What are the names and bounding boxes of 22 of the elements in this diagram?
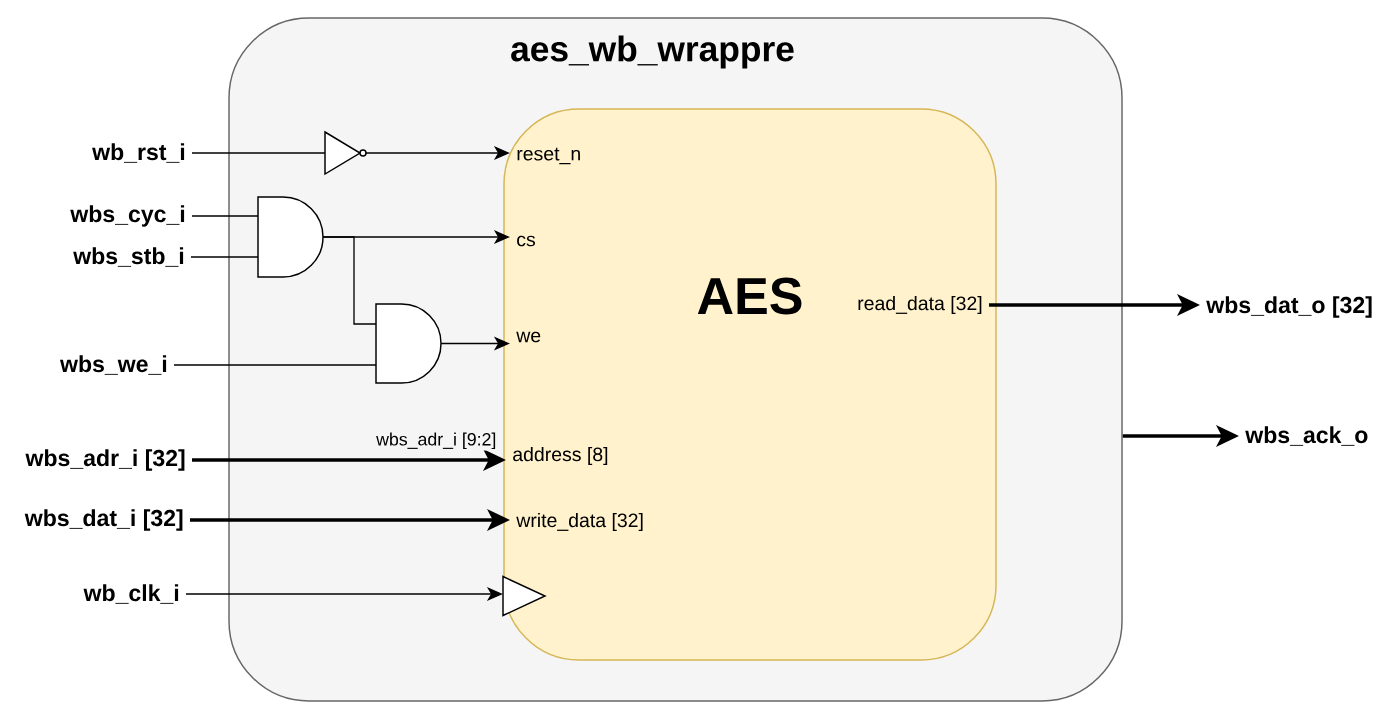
clock-triangle <box>502 575 547 617</box>
signal-label: wbs_dat_i [32] <box>24 509 183 531</box>
port-label: read_data [32] <box>858 295 982 315</box>
port-label: write_data [32] <box>516 512 643 532</box>
wire <box>322 236 377 325</box>
wire <box>173 364 377 366</box>
port-label: reset_n <box>517 147 580 165</box>
wire <box>191 215 259 217</box>
wire <box>191 152 326 154</box>
signal-label: wbs_ack_o <box>1245 426 1368 446</box>
edge-label: wbs_adr_i [9:2] <box>374 431 498 451</box>
wire <box>190 256 259 258</box>
port-label: we <box>516 331 541 343</box>
signal-label: wb_rst_i <box>92 143 185 163</box>
signal-label: wbs_adr_i [32] <box>25 449 185 471</box>
signal-label: wb_clk_i <box>83 584 179 604</box>
port-label: address [8] <box>513 446 608 466</box>
signal-label: wbs_cyc_i <box>70 205 185 227</box>
signal-label: wbs_we_i <box>60 355 167 375</box>
signal-label: wbs_dat_o [32] <box>1206 296 1372 318</box>
signal-label: wbs_stb_i <box>73 247 184 267</box>
port-label: cs <box>517 235 536 247</box>
